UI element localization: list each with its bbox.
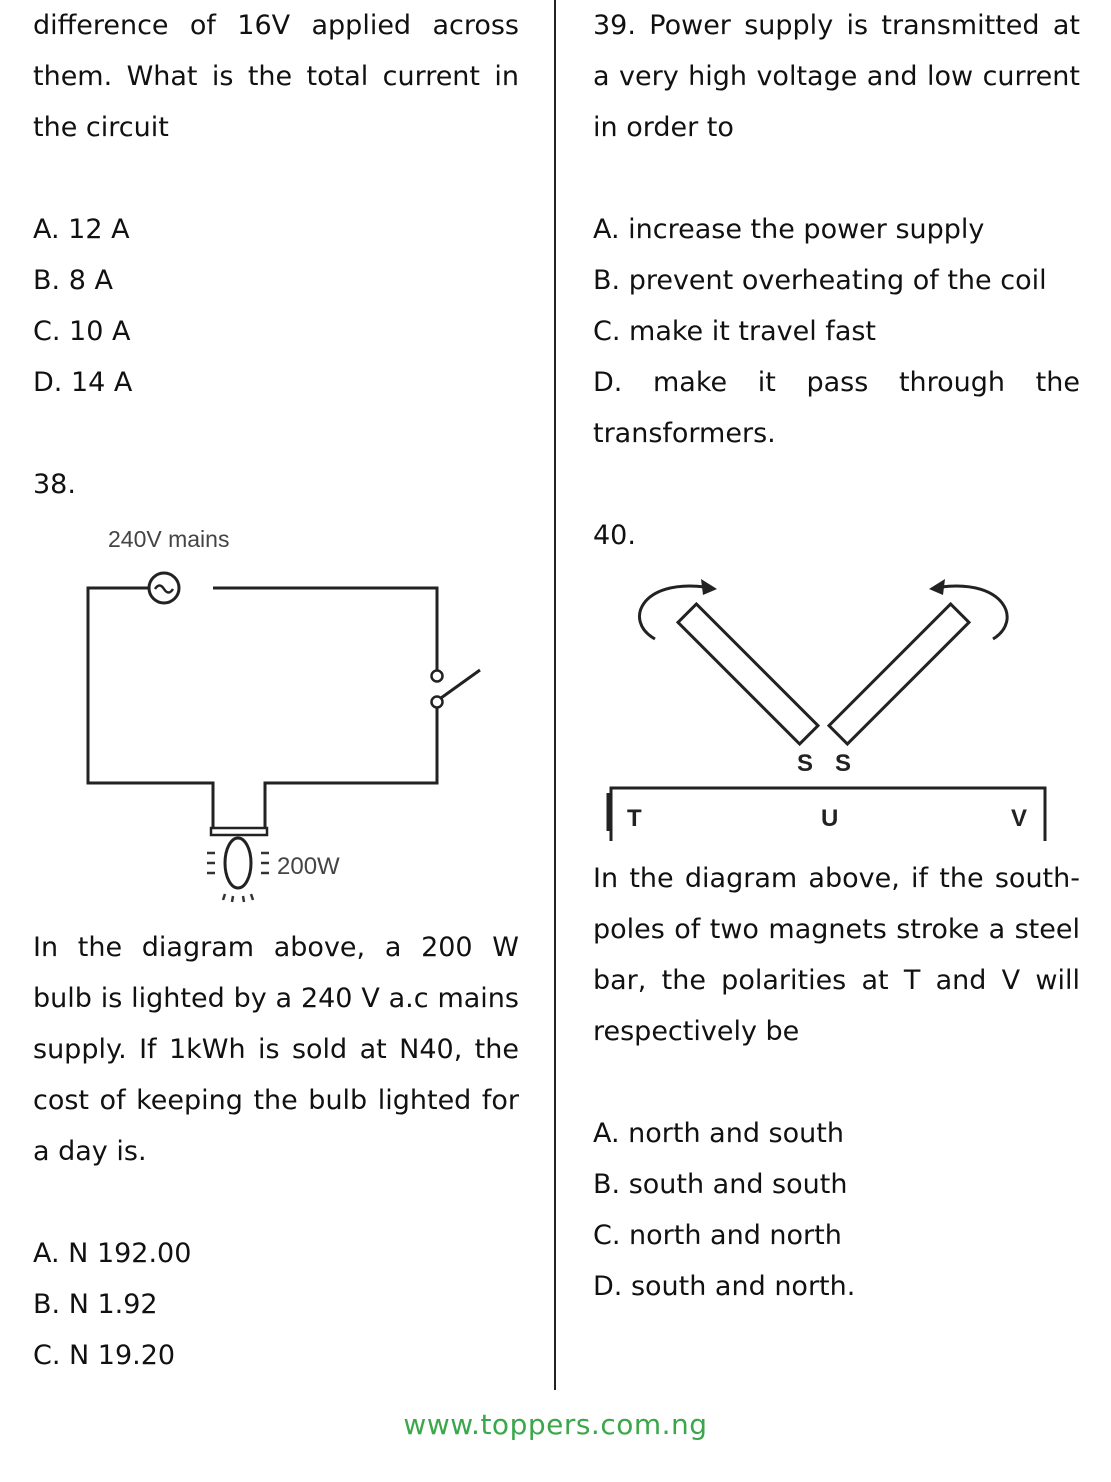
right-magnet [826, 601, 972, 747]
left-magnet-pole: S [797, 750, 813, 777]
rotation-arrow-icon [638, 584, 1009, 641]
bar-middle-u: U [821, 805, 838, 832]
q37-option-b: B. 8 A [33, 265, 113, 296]
q40-number: 40. [593, 520, 636, 551]
q38-number: 38. [33, 469, 76, 500]
q40-option-d: D. south and north. [593, 1271, 856, 1302]
arrow-head-icon [929, 579, 945, 595]
bulb-holder [209, 826, 269, 837]
footer-url[interactable]: www.toppers.com.ng [403, 1408, 708, 1441]
q37-option-a: A. 12 A [33, 214, 130, 245]
q39-option-a: A. increase the power supply [593, 214, 985, 245]
q37-option-c: C. 10 A [33, 316, 131, 347]
circuit-wire [263, 708, 439, 828]
column-divider [554, 0, 556, 1390]
magnet-stroking-diagram: S S T U V [606, 579, 1047, 841]
q39-text: 39. Power supply is transmitted at a ver… [593, 10, 1080, 143]
q40-text: In the diagram above, if the south-poles… [593, 863, 1080, 1047]
q38-option-a: A. N 192.00 [33, 1238, 192, 1269]
circuit-diagram: 240V mains [86, 526, 481, 903]
mains-label: 240V mains [108, 526, 229, 552]
q40-option-b: B. south and south [593, 1169, 848, 1200]
left-magnet [675, 601, 821, 747]
ac-source-icon [147, 571, 181, 605]
q38-option-b: B. N 1.92 [33, 1289, 158, 1320]
q38-option-c: C. N 19.20 [33, 1340, 176, 1371]
bar-end-v: V [1011, 805, 1027, 832]
right-magnet-pole: S [835, 750, 851, 777]
q39-option-d: D. make it pass through the transformers… [593, 367, 1080, 449]
q37-option-d: D. 14 A [33, 367, 133, 398]
steel-bar [609, 786, 1047, 841]
arrow-head-icon [701, 579, 717, 595]
bulb-power-label: 200W [277, 853, 340, 880]
q40-option-c: C. north and north [593, 1220, 842, 1251]
switch-icon [430, 668, 481, 709]
q38-text: In the diagram above, a 200 W bulb is li… [33, 932, 519, 1167]
circuit-wire [213, 586, 439, 670]
left-column: difference of 16V applied across them. W… [33, 0, 519, 1381]
bulb-icon [207, 836, 269, 903]
q40-option-a: A. north and south [593, 1118, 844, 1149]
circuit-wire [86, 586, 215, 828]
q37-text: difference of 16V applied across them. W… [33, 10, 519, 143]
q39-option-b: B. prevent overheating of the coil [593, 265, 1047, 296]
q39-option-c: C. make it travel fast [593, 316, 877, 347]
right-column: 39. Power supply is transmitted at a ver… [593, 0, 1080, 1312]
bar-end-t: T [627, 805, 642, 832]
